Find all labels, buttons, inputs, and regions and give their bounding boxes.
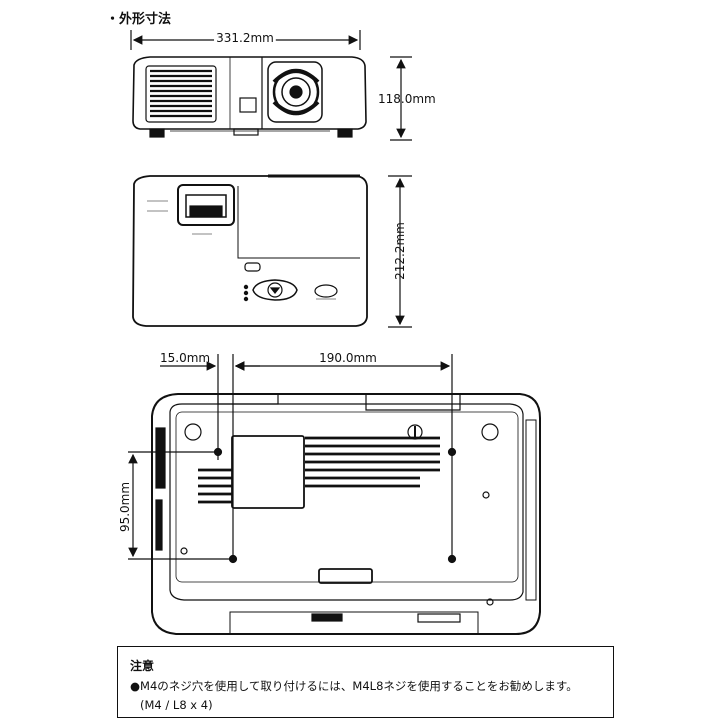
hole-spacing-x-label: 190.0mm [319,351,377,365]
width-dimension-label: 331.2mm [216,31,274,45]
caution-note-box: 注意 ●M4のネジ穴を使用して取り付けるには、M4L8ネジを使用することをお勧め… [117,646,614,718]
height-dimension-label: 118.0mm [378,92,436,106]
top-view [132,174,368,327]
hole-spacing-y-label: 95.0mm [118,482,132,532]
ir-sensor [239,97,257,113]
note-title: 注意 [130,659,155,673]
control-pad [252,279,298,301]
front-view [130,30,367,138]
bottom-view [151,393,541,635]
depth-dimension-label: 212.2mm [393,222,407,280]
section-title: ・外形寸法 [106,12,172,27]
vent-grille [145,65,217,123]
hole-offset-label: 15.0mm [160,351,210,365]
note-line-2: (M4 / L8 x 4) [140,698,213,712]
lens [267,61,323,123]
note-line-1: ●M4のネジ穴を使用して取り付けるには、M4L8ネジを使用することをお勧めします… [130,679,578,693]
screw-holes [213,447,457,564]
dlp-logo [314,284,338,298]
